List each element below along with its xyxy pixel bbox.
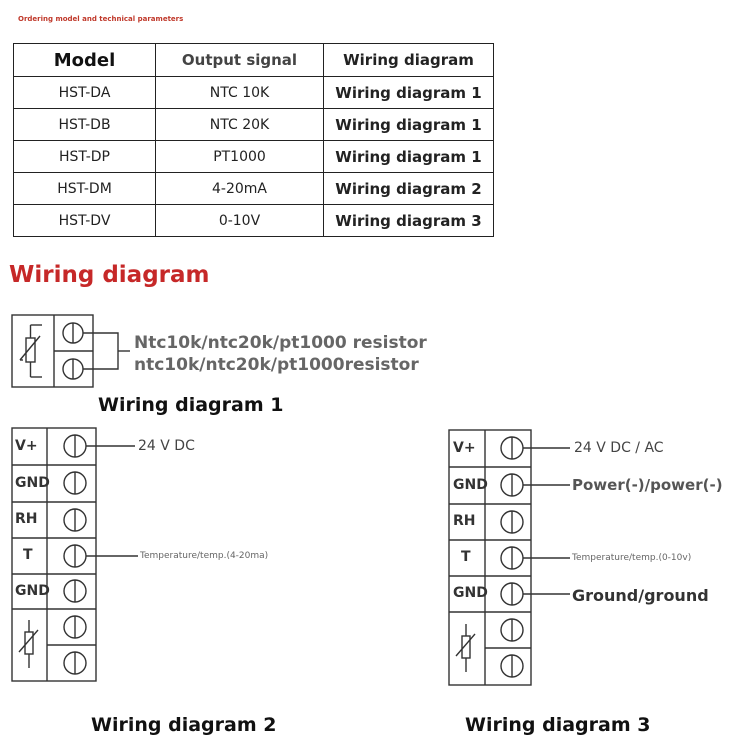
d2-terminal-rh: RH [15, 511, 38, 527]
cell-model: HST-DV [13, 204, 156, 237]
diagram3-title: Wiring diagram 3 [465, 714, 651, 736]
header-output: Output signal [155, 43, 324, 77]
table-header-row: Model Output signal Wiring diagram [13, 43, 494, 77]
cell-wiring: Wiring diagram 1 [323, 76, 494, 109]
table-row: HST-DA NTC 10K Wiring diagram 1 [13, 76, 494, 109]
header-model: Model [13, 43, 156, 77]
diagram3-terminal-block [448, 429, 570, 686]
caption: Ordering model and technical parameters [18, 15, 184, 23]
d3-label-gnd2: Ground/ground [572, 586, 709, 605]
header-wiring: Wiring diagram [323, 43, 494, 77]
section-title: Wiring diagram [9, 262, 210, 288]
diagram1-terminal-block [11, 314, 130, 388]
d2-terminal-t: T [23, 547, 33, 563]
cell-output: 4-20mA [155, 172, 324, 205]
cell-output: 0-10V [155, 204, 324, 237]
d2-terminal-vplus: V+ [15, 438, 38, 454]
cell-model: HST-DP [13, 140, 156, 173]
d3-label-gnd1: Power(-)/power(-) [572, 476, 723, 494]
table-row: HST-DB NTC 20K Wiring diagram 1 [13, 108, 494, 141]
table-row: HST-DP PT1000 Wiring diagram 1 [13, 140, 494, 173]
cell-wiring: Wiring diagram 2 [323, 172, 494, 205]
d3-terminal-vplus: V+ [453, 440, 476, 456]
d3-terminal-t: T [461, 549, 471, 565]
diagram1-title: Wiring diagram 1 [98, 394, 284, 416]
diagram1-label-line1: Ntc10k/ntc20k/pt1000 resistor [134, 333, 427, 353]
cell-wiring: Wiring diagram 1 [323, 108, 494, 141]
diagram2-terminal-block [11, 427, 138, 682]
diagram1-label-line2: ntc10k/ntc20k/pt1000resistor [134, 355, 419, 375]
cell-output: NTC 10K [155, 76, 324, 109]
cell-model: HST-DB [13, 108, 156, 141]
d3-terminal-gnd2: GND [453, 585, 488, 601]
diagram2-title: Wiring diagram 2 [91, 714, 277, 736]
table-row: HST-DM 4-20mA Wiring diagram 2 [13, 172, 494, 205]
d2-label-vplus: 24 V DC [138, 438, 195, 454]
spec-table: Model Output signal Wiring diagram HST-D… [13, 43, 494, 237]
d3-terminal-rh: RH [453, 513, 476, 529]
d3-label-vplus: 24 V DC / AC [574, 440, 664, 456]
cell-output: NTC 20K [155, 108, 324, 141]
d2-label-t: Temperature/temp.(4-20ma) [140, 551, 269, 561]
cell-wiring: Wiring diagram 3 [323, 204, 494, 237]
cell-model: HST-DA [13, 76, 156, 109]
d3-terminal-gnd: GND [453, 477, 488, 493]
d2-terminal-gnd2: GND [15, 583, 50, 599]
cell-model: HST-DM [13, 172, 156, 205]
cell-wiring: Wiring diagram 1 [323, 140, 494, 173]
d2-terminal-gnd: GND [15, 475, 50, 491]
table-row: HST-DV 0-10V Wiring diagram 3 [13, 204, 494, 237]
d3-label-t: Temperature/temp.(0-10v) [572, 553, 692, 563]
